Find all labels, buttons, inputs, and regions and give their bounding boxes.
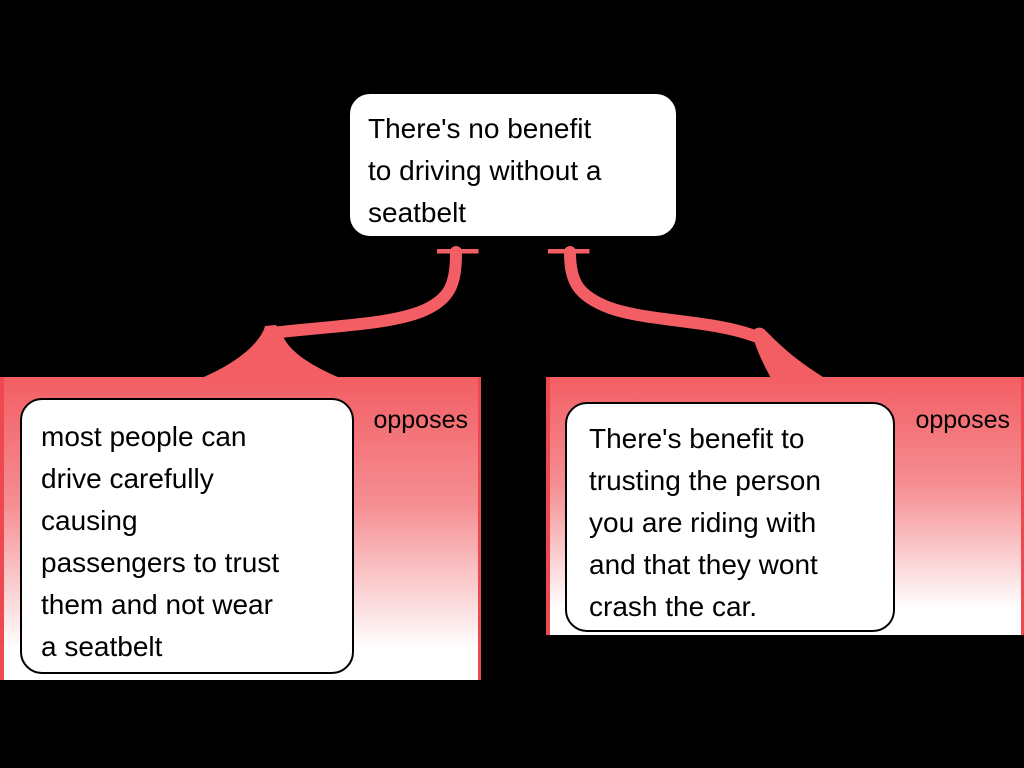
claim-text: There's no benefit to driving without a … [368,113,602,228]
connector-right-bell [752,327,828,380]
objection-node-right[interactable]: There's benefit to trusting the person y… [565,402,895,632]
connector-left-bell [197,325,345,380]
connector-right-curve [564,246,763,343]
objection-text-right: There's benefit to trusting the person y… [589,423,821,622]
objection-text-left: most people can drive carefully causing … [41,421,280,662]
objection-node-left[interactable]: most people can drive carefully causing … [20,398,354,674]
claim-node[interactable]: There's no benefit to driving without a … [348,92,678,238]
connector-left-curve [266,246,462,339]
opposes-label-right: opposes [915,406,1010,434]
opposes-label-left: opposes [373,406,468,434]
